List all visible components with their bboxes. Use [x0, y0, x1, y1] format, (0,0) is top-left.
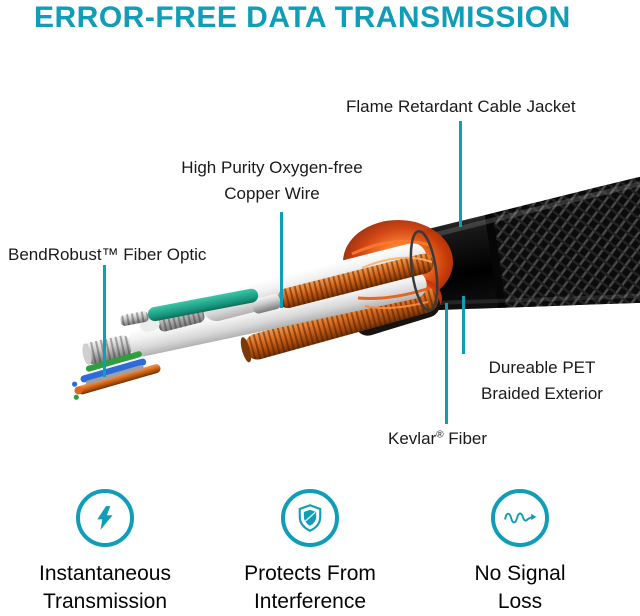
callout-fiber-optic-label: BendRobust™ Fiber Optic [8, 245, 207, 264]
callout-kevlar-word2: Fiber [448, 429, 488, 448]
callout-jacket-label: Flame Retardant Cable Jacket [346, 97, 576, 116]
feature-no-signal-loss: No Signal Loss [425, 489, 615, 615]
lightning-icon [97, 506, 113, 530]
callout-copper-line1: High Purity Oxygen-free [181, 158, 363, 177]
copper-wire-upper [252, 253, 434, 314]
feature-label-line2: Transmission [42, 589, 168, 613]
callout-kevlar-label: Kevlar® Fiber [388, 426, 487, 452]
feature-icon-circle [76, 489, 134, 547]
fiber-optic-tip [72, 351, 161, 400]
callout-copper-line2: Copper Wire [224, 184, 320, 204]
callout-line-copper [280, 212, 283, 308]
callout-copper-label: High Purity Oxygen-free Copper Wire [172, 155, 372, 208]
feature-label-line2: Interference [253, 589, 367, 613]
feature-label: No Signal Loss [474, 560, 565, 615]
feature-label-line2: Loss [497, 589, 543, 613]
feature-label: Protects From Interference [244, 560, 376, 615]
feature-icon-circle [491, 489, 549, 547]
feature-label-line1: Protects From [244, 562, 376, 585]
callout-line-pet [462, 296, 465, 354]
callout-pet-line1: Dureable PET [488, 358, 596, 377]
callout-pet-line2: Braided Exterior [481, 384, 603, 404]
cable-illustration [72, 163, 640, 400]
feature-instantaneous-transmission: Instantaneous Transmission [10, 489, 200, 615]
braided-exterior [485, 163, 640, 341]
callout-line-fiber-optic [103, 265, 106, 377]
feature-protects-interference: Protects From Interference [215, 489, 405, 615]
registered-mark: ® [436, 429, 444, 441]
kevlar-fiber-strands [351, 240, 433, 310]
mouth-rim [409, 229, 439, 312]
signal-wave-icon [504, 512, 537, 524]
copper-wire-lower [240, 287, 439, 363]
callout-kevlar-word: Kevlar [388, 429, 437, 448]
feature-icon-circle [281, 489, 339, 547]
callout-pet-label: Dureable PET Braided Exterior [452, 355, 632, 408]
feature-label-line1: Instantaneous [39, 562, 171, 585]
shield-icon [298, 504, 322, 532]
page-title: ERROR-FREE DATA TRANSMISSION [34, 1, 571, 34]
teal-wire [120, 288, 259, 326]
callout-line-kevlar [445, 303, 448, 424]
callout-line-jacket [459, 121, 462, 227]
feature-label-line1: No Signal [474, 562, 566, 585]
inner-wires [72, 243, 440, 400]
feature-label: Instantaneous Transmission [39, 560, 171, 615]
